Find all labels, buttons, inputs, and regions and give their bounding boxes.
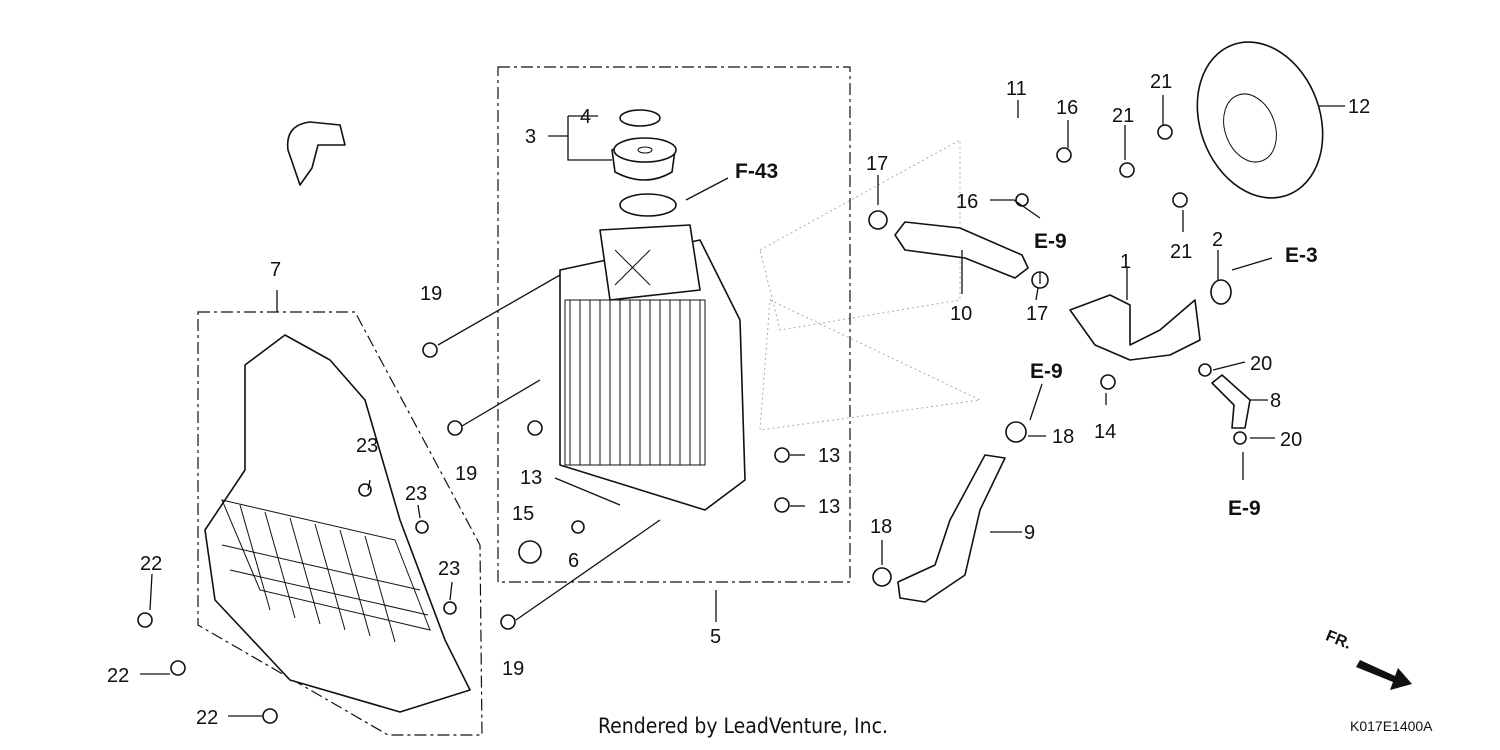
callout: 13 <box>520 467 542 489</box>
callout: 14 <box>1094 421 1116 443</box>
o-ring <box>1210 279 1232 305</box>
footer-credit: Rendered by LeadVenture, Inc. <box>598 714 888 738</box>
hose-8 <box>1211 374 1251 429</box>
callout: 9 <box>1024 522 1035 544</box>
callout: 23 <box>405 483 427 505</box>
reference-label: E-3 <box>1285 244 1318 267</box>
callout: 13 <box>818 445 840 467</box>
callout: 16 <box>956 191 978 213</box>
callout: 22 <box>107 665 129 687</box>
callout: 23 <box>438 558 460 580</box>
radiator <box>559 193 746 511</box>
radiator-cover <box>204 334 471 713</box>
callout: 20 <box>1250 353 1272 375</box>
callout: 1 <box>1120 251 1131 273</box>
callout: 19 <box>502 658 524 680</box>
callout: 21 <box>1150 71 1172 93</box>
callout: 5 <box>710 626 721 648</box>
callout: 18 <box>1052 426 1074 448</box>
diagram-code: K017E1400A <box>1350 718 1433 734</box>
callout: 21 <box>1112 105 1134 127</box>
reference-label: E-9 <box>1228 497 1261 520</box>
water-joint <box>1069 294 1201 361</box>
callout: 13 <box>818 496 840 518</box>
callout: 8 <box>1270 390 1281 412</box>
radiator-cap <box>611 109 677 181</box>
cooling-fan <box>1196 41 1324 199</box>
callout: 16 <box>1056 97 1078 119</box>
hose-11-body <box>286 121 346 186</box>
cover-assembly-box <box>197 311 483 736</box>
direction-label: FR. <box>1323 627 1353 652</box>
callout: 6 <box>568 550 579 572</box>
front-direction-arrow-icon <box>1356 660 1412 690</box>
callout: 18 <box>870 516 892 538</box>
callout: 17 <box>1026 303 1048 325</box>
reference-label: F-43 <box>735 160 778 183</box>
callout: 17 <box>866 153 888 175</box>
callout: 3 <box>525 126 536 148</box>
callout-labels: 1 2 3 4 5 6 7 8 9 10 11 12 13 13 13 14 1… <box>107 71 1370 729</box>
reference-label: E-9 <box>1034 230 1067 253</box>
callout: 7 <box>270 259 281 281</box>
callout: 19 <box>420 283 442 305</box>
callout: 15 <box>512 503 534 525</box>
callout: 19 <box>455 463 477 485</box>
reference-label: E-9 <box>1030 360 1063 383</box>
callout: 11 <box>1006 78 1027 100</box>
hose-9 <box>897 454 1006 603</box>
callout: 23 <box>356 435 378 457</box>
callout: 2 <box>1212 229 1223 251</box>
radiator-assembly-box <box>497 66 851 583</box>
callout: 22 <box>196 707 218 729</box>
reference-labels: F-43 E-9 E-9 E-3 E-9 <box>735 160 1318 520</box>
leader-lines <box>140 95 1345 717</box>
callout: 20 <box>1280 429 1302 451</box>
callout: 10 <box>950 303 972 325</box>
watermark-hatching <box>759 139 982 431</box>
callout: 22 <box>140 553 162 575</box>
callout: 4 <box>580 106 591 128</box>
callout: 12 <box>1348 96 1370 118</box>
callout: 21 <box>1170 241 1192 263</box>
fasteners <box>137 124 1247 724</box>
